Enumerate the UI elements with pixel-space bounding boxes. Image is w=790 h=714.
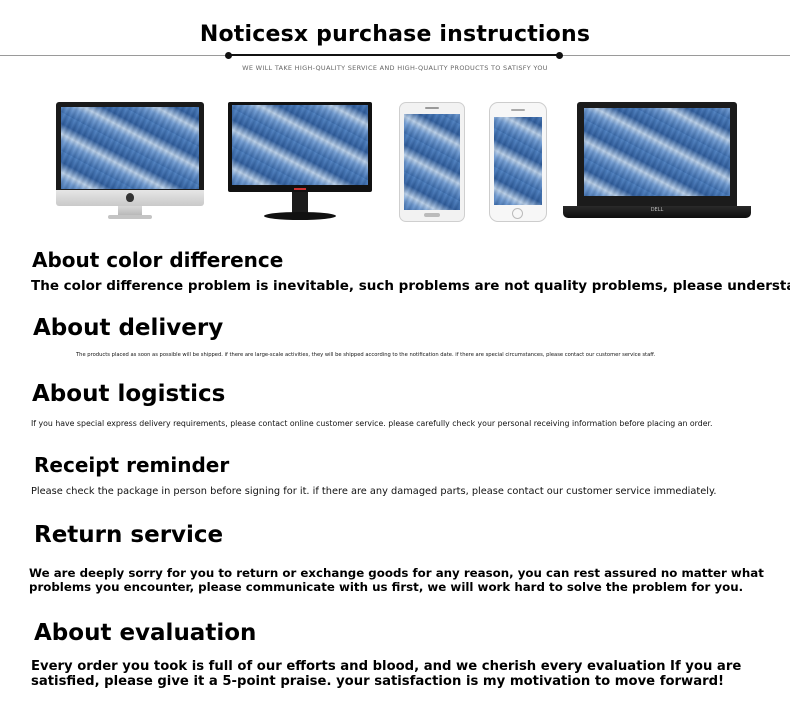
section-text-receipt: Please check the package in person befor… bbox=[31, 486, 717, 497]
header-dot-left bbox=[225, 52, 232, 59]
laptop-brand-logo: DELL bbox=[650, 207, 664, 213]
desktop-monitor bbox=[228, 102, 372, 222]
apple-logo-icon bbox=[126, 193, 134, 202]
header-rule-accent bbox=[228, 54, 560, 56]
section-text-evaluation-line2: satisfied, please give it a 5-point prai… bbox=[31, 674, 725, 689]
page-title: Noticesx purchase instructions bbox=[199, 22, 591, 47]
section-text-evaluation-line1: Every order you took is full of our effo… bbox=[31, 659, 742, 674]
iphone bbox=[489, 102, 547, 222]
section-text-delivery: The products placed as soon as possible … bbox=[76, 352, 656, 358]
section-title-logistics: About logistics bbox=[32, 381, 226, 407]
section-text-color: The color difference problem is inevitab… bbox=[31, 278, 790, 294]
section-title-color: About color difference bbox=[32, 248, 284, 272]
section-title-evaluation: About evaluation bbox=[34, 620, 257, 646]
section-text-return-line1: We are deeply sorry for you to return or… bbox=[29, 566, 764, 580]
section-title-return: Return service bbox=[34, 522, 224, 548]
section-title-delivery: About delivery bbox=[33, 315, 224, 341]
header-dot-right bbox=[556, 52, 563, 59]
home-button-icon bbox=[512, 208, 523, 219]
section-text-return-line2: problems you encounter, please communica… bbox=[29, 580, 744, 594]
imac-monitor bbox=[56, 102, 204, 220]
laptop: DELL bbox=[563, 102, 751, 222]
section-title-receipt: Receipt reminder bbox=[34, 453, 230, 477]
android-phone bbox=[399, 102, 465, 222]
section-text-logistics: If you have special express delivery req… bbox=[31, 419, 713, 428]
page-subtitle: WE WILL TAKE HIGH-QUALITY SERVICE AND HI… bbox=[242, 64, 548, 72]
